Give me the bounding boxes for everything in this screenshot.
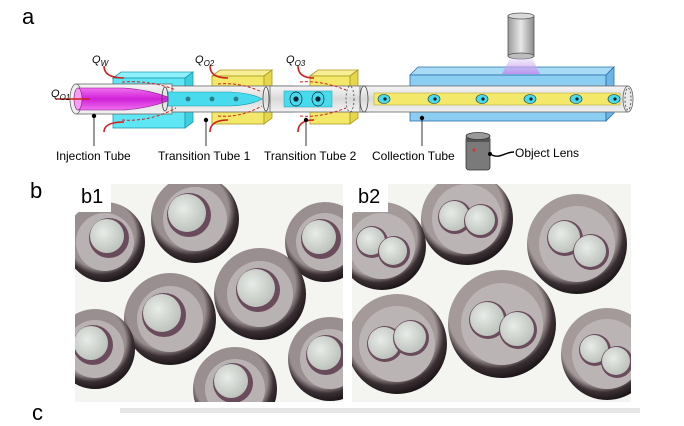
qw-arrow-top <box>103 65 125 79</box>
leader-lines <box>91 113 425 146</box>
transition-1-droplets <box>185 96 239 102</box>
label-transition-tube-1: Transition Tube 1 <box>158 149 251 163</box>
qo3-arrow-bottom <box>297 119 315 133</box>
flow-label-qo2: QO2 <box>195 54 215 68</box>
qw-arrow-bottom <box>103 121 125 133</box>
panel-label-b: b <box>30 178 43 203</box>
micrograph-b2: b2 <box>352 184 631 402</box>
water-stream <box>167 91 263 107</box>
micrograph-b1: b1 <box>75 184 343 402</box>
label-collection-tube: Collection Tube <box>372 149 455 163</box>
capsules-b1 <box>75 184 343 402</box>
capsules-b2 <box>352 184 631 400</box>
panel-c-strip <box>120 408 640 413</box>
qo3-arrow-top <box>297 65 315 79</box>
inflow-arrows <box>56 65 315 133</box>
camera-lens-icon <box>465 132 515 171</box>
transition-2-droplets <box>262 85 355 113</box>
device-schematic: QO1 QW QO2 QO3 Injection Tube Transition… <box>51 12 634 171</box>
panel-label-a: a <box>22 4 35 29</box>
qo2-arrow-top <box>209 65 229 79</box>
label-transition-tube-2: Transition Tube 2 <box>264 149 357 163</box>
flow-label-qo1: QO1 <box>51 88 70 102</box>
label-injection-tube: Injection Tube <box>56 149 131 163</box>
label-object-lens: Object Lens <box>515 146 579 160</box>
panel-label-c: c <box>32 400 43 425</box>
flow-label-qo3: QO3 <box>286 54 306 68</box>
qo2-arrow-bottom <box>209 119 229 133</box>
flow-paths <box>121 81 347 121</box>
panel-label-b2: b2 <box>352 184 389 212</box>
flow-label-qw: QW <box>92 54 110 68</box>
objective-icon <box>502 12 540 74</box>
collection-stream <box>359 85 632 113</box>
panel-label-b1: b1 <box>75 184 112 212</box>
